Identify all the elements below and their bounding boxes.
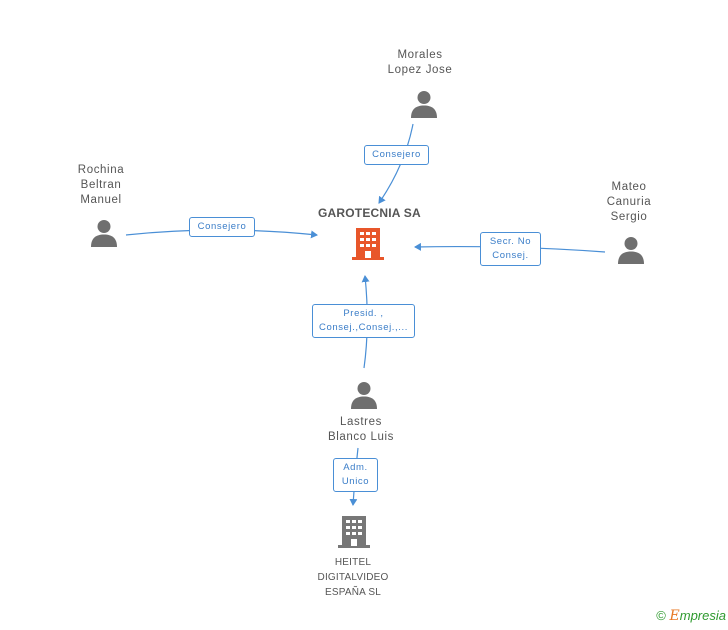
person-icon[interactable] [409, 89, 439, 119]
person-name-lastres[interactable]: Lastres Blanco Luis [327, 416, 395, 443]
role-label-lastres: Presid. , Consej.,Consej.,... [312, 304, 415, 338]
role-label-rochina: Consejero [189, 217, 255, 237]
role-label-sub-company: Adm. Unico [333, 458, 378, 492]
person-icon[interactable] [89, 218, 119, 248]
copyright-icon: © [656, 608, 666, 623]
footer-brand: © Empresia [656, 608, 726, 624]
role-label-mateo: Secr. No Consej. [480, 232, 541, 266]
building-icon[interactable] [338, 514, 370, 549]
building-icon[interactable] [352, 226, 384, 261]
person-name-mateo[interactable]: Mateo Canuria Sergio [606, 181, 652, 223]
person-name-morales[interactable]: Morales Lopez Jose [387, 49, 453, 76]
person-name-rochina[interactable]: Rochina Beltran Manuel [77, 164, 125, 206]
role-label-morales: Consejero [364, 145, 429, 165]
person-icon[interactable] [616, 235, 646, 265]
sub-company-name[interactable]: HEITEL DIGITALVIDEO ESPAÑA SL [317, 557, 389, 598]
main-company-name[interactable]: GAROTECNIA SA [318, 206, 421, 220]
brand-name: mpresia [679, 608, 726, 623]
person-icon[interactable] [349, 380, 379, 410]
brand-initial: E [669, 608, 680, 624]
